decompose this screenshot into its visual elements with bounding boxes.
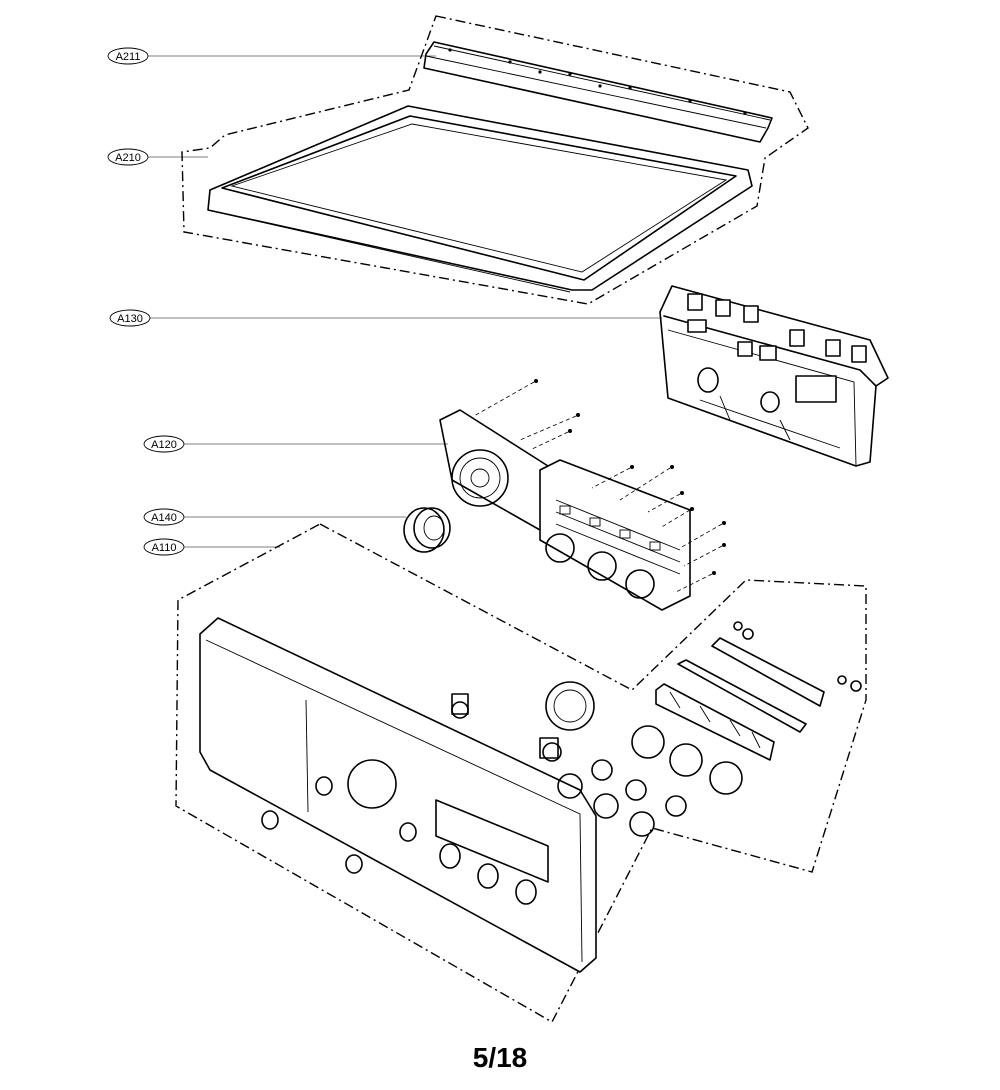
callout-label-a130: A130 bbox=[117, 313, 143, 325]
callout-a110: A110 bbox=[143, 538, 280, 556]
part-a110-switch-boards bbox=[655, 621, 862, 761]
front-panel-group-outline bbox=[175, 523, 867, 1023]
part-a120-screws bbox=[473, 379, 726, 593]
part-a210-top-frame bbox=[207, 105, 753, 293]
callout-label-a120: A120 bbox=[151, 439, 177, 451]
page-number: 5/18 bbox=[472, 1042, 528, 1073]
part-a211-rail bbox=[423, 41, 773, 143]
part-a110-knobs-buttons bbox=[451, 681, 743, 837]
callout-label-a140: A140 bbox=[151, 512, 177, 524]
callout-a140: A140 bbox=[143, 508, 406, 526]
part-a130-pcb-housing bbox=[659, 285, 889, 467]
callout-label-a211: A211 bbox=[116, 51, 141, 63]
callout-label-a110: A110 bbox=[152, 542, 177, 554]
part-a110-front-panel bbox=[199, 617, 597, 973]
callout-a120: A120 bbox=[143, 435, 448, 453]
callout-a211: A211 bbox=[107, 47, 436, 65]
callout-a210: A210 bbox=[107, 148, 208, 166]
top-assembly-group-outline bbox=[181, 15, 809, 305]
part-a140-knob bbox=[403, 507, 451, 553]
callout-label-a210: A210 bbox=[115, 152, 141, 164]
part-a120-control-assembly bbox=[439, 409, 691, 611]
callout-a130: A130 bbox=[109, 309, 662, 327]
